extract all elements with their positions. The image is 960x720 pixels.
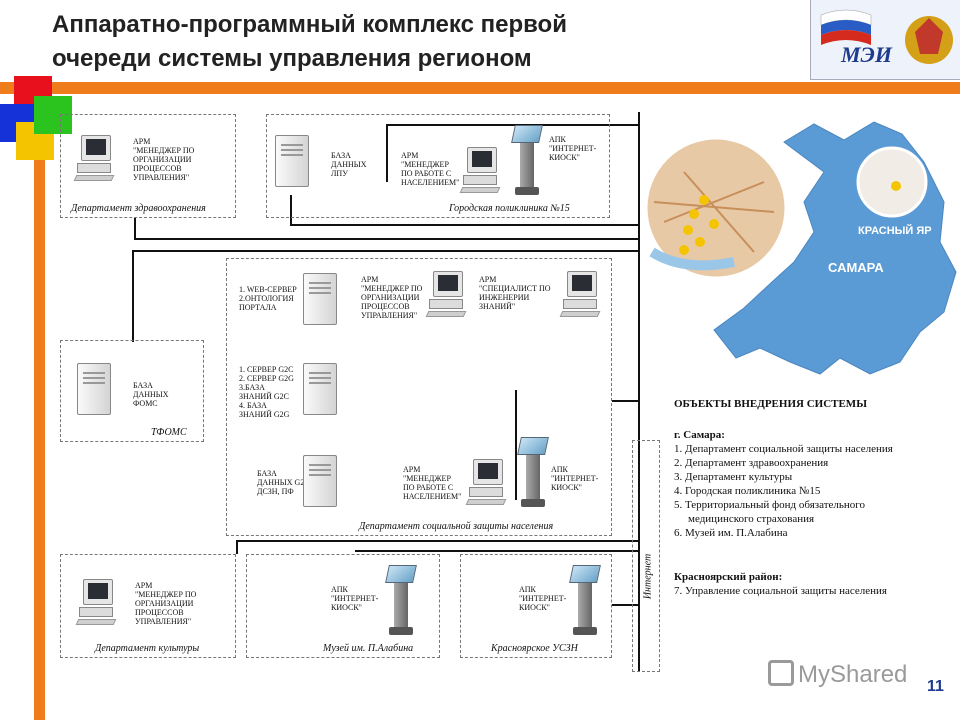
- kiosk-icon: [385, 565, 417, 635]
- museum-box: АПК "ИНТЕРНЕТ- КИОСК" Музей им. П.Алабин…: [246, 554, 440, 658]
- legend-item: 1. Департамент социальной защиты населен…: [674, 443, 893, 455]
- title-line-2: очереди системы управления регионом: [52, 45, 532, 72]
- social-dept-caption: Департамент социальной защиты населения: [359, 521, 554, 532]
- link-row3: [236, 540, 639, 542]
- header-divider-bar: [0, 82, 960, 94]
- link-krasny-b: [612, 604, 639, 606]
- kiosk-icon: [511, 125, 543, 195]
- polyclinic-kiosk-label: АПК "ИНТЕРНЕТ- КИОСК": [549, 135, 597, 162]
- link-social-kiosk: [515, 390, 517, 500]
- tfoms-db-label: БАЗА ДАННЫХ ФОМС: [133, 381, 169, 408]
- legend-item: медицинского страхования: [688, 513, 815, 525]
- title-line-1: Аппаратно-программный комплекс первой: [52, 11, 567, 38]
- legend-samara-header: г. Самара:: [674, 429, 725, 441]
- server-icon: [303, 363, 337, 415]
- river: [649, 247, 735, 271]
- legend-item: 2. Департамент здравоохранения: [674, 457, 829, 469]
- workstation-icon: [75, 579, 117, 625]
- social-arm3-label: АРМ "МЕНЕДЖЕР ПО РАБОТЕ С НАСЕЛЕНИЕМ": [403, 465, 462, 501]
- internet-channel: Интернет: [632, 440, 660, 672]
- tfoms-box: БАЗА ДАННЫХ ФОМС ТФОМС: [60, 340, 204, 442]
- web-server-label: 1. WEB-СЕРВЕР 2.ОНТОЛОГИЯ ПОРТАЛА: [239, 285, 297, 312]
- health-arm-label: АРМ "МЕНЕДЖЕР ПО ОРГАНИЗАЦИИ ПРОЦЕССОВ У…: [133, 137, 195, 182]
- museum-kiosk-label: АПК "ИНТЕРНЕТ- КИОСК": [331, 585, 379, 612]
- social-arm2-label: АРМ "СПЕЦИАЛИСТ ПО ИНЖЕНЕРИИ ЗНАНИЙ": [479, 275, 551, 311]
- green-square-decoration: [34, 96, 72, 134]
- link-polyclinic-b: [290, 224, 639, 226]
- city-streets: [653, 171, 775, 253]
- link-row2: [132, 250, 639, 252]
- link-polyclinic-d: [386, 124, 388, 182]
- server-icon: [303, 273, 337, 325]
- map-markers: [679, 181, 901, 255]
- legend-item: 6. Музей им. П.Алабина: [674, 527, 788, 539]
- legend-item: 3. Департамент культуры: [674, 471, 793, 483]
- workstation-icon: [559, 271, 601, 317]
- workstation-icon: [459, 147, 501, 193]
- server-icon: [275, 135, 309, 187]
- krasnoyarsk-box: АПК "ИНТЕРНЕТ- КИОСК" Красноярское УСЗН: [460, 554, 612, 658]
- tfoms-caption: ТФОМС: [151, 427, 187, 438]
- health-dept-caption: Департамент здравоохранения: [71, 203, 206, 214]
- watermark: MyShared: [768, 660, 907, 689]
- polyclinic-db-label: БАЗА ДАННЫХ ЛПУ: [331, 151, 367, 178]
- legend-item: 7. Управление социальной защиты населени…: [674, 585, 887, 597]
- map-label-samara: САМАРА: [828, 260, 884, 275]
- workstation-icon: [425, 271, 467, 317]
- workstation-icon: [465, 459, 507, 505]
- link-social: [612, 400, 639, 402]
- polyclinic-caption: Городская поликлиника №15: [449, 203, 570, 214]
- presentation-icon: [768, 660, 794, 686]
- link-row1: [134, 238, 639, 240]
- krasny-kiosk-label: АПК "ИНТЕРНЕТ- КИОСК": [519, 585, 567, 612]
- legend-item: 4. Городская поликлиника №15: [674, 485, 821, 497]
- museum-caption: Музей им. П.Алабина: [323, 643, 414, 654]
- polyclinic-arm-label: АРМ "МЕНЕДЖЕР ПО РАБОТЕ С НАСЕЛЕНИЕМ": [401, 151, 460, 187]
- polyclinic-box: БАЗА ДАННЫХ ЛПУ АРМ "МЕНЕДЖЕР ПО РАБОТЕ …: [266, 114, 610, 218]
- legend-title: ОБЪЕКТЫ ВНЕДРЕНИЯ СИСТЕМЫ: [674, 398, 867, 410]
- region-map: КРАСНЫЙ ЯР САМАРА: [644, 121, 957, 375]
- health-dept-box: АРМ "МЕНЕДЖЕР ПО ОРГАНИЗАЦИИ ПРОЦЕССОВ У…: [60, 114, 236, 218]
- link-polyclinic-a: [290, 195, 292, 225]
- legend-krasny-header: Красноярский район:: [674, 571, 783, 583]
- kiosk-icon: [517, 437, 549, 507]
- watermark-text: MyShared: [798, 661, 908, 688]
- link-tfoms: [132, 250, 134, 342]
- krasny-yar-inset: [856, 146, 928, 218]
- culture-dept-caption: Департамент культуры: [95, 643, 200, 654]
- kiosk-icon: [569, 565, 601, 635]
- mgu-logo-with-coat-of-arms: МЭИ: [810, 0, 960, 80]
- server-icon: [77, 363, 111, 415]
- network-backbone: [638, 112, 640, 672]
- link-polyclinic-c: [386, 124, 639, 126]
- social-arm1-label: АРМ "МЕНЕДЖЕР ПО ОРГАНИЗАЦИИ ПРОЦЕССОВ У…: [361, 275, 423, 320]
- legend-item: 5. Территориальный фонд обязательного: [674, 499, 866, 511]
- server-icon: [303, 455, 337, 507]
- g2c-server-label: 1. СЕРВЕР G2C 2. СЕРВЕР G2G 3.БАЗА ЗНАНИ…: [239, 365, 294, 419]
- culture-dept-box: АРМ "МЕНЕДЖЕР ПО ОРГАНИЗАЦИИ ПРОЦЕССОВ У…: [60, 554, 236, 658]
- slide-title: Аппаратно-программный комплекс первой оч…: [52, 8, 752, 76]
- link-culture: [236, 540, 238, 554]
- krasnoyarsk-caption: Красноярское УСЗН: [491, 643, 578, 654]
- social-dept-box: 1. WEB-СЕРВЕР 2.ОНТОЛОГИЯ ПОРТАЛА АРМ "М…: [226, 258, 612, 536]
- internet-label: Интернет: [642, 553, 654, 600]
- culture-arm-label: АРМ "МЕНЕДЖЕР ПО ОРГАНИЗАЦИИ ПРОЦЕССОВ У…: [135, 581, 197, 626]
- map-label-krasny-yar: КРАСНЫЙ ЯР: [858, 224, 932, 237]
- link-health: [134, 218, 136, 240]
- logo-graphic: МЭИ: [820, 9, 953, 67]
- social-kiosk-label: АПК "ИНТЕРНЕТ- КИОСК": [551, 465, 599, 492]
- link-museum: [355, 550, 639, 552]
- workstation-icon: [73, 135, 115, 181]
- svg-text:МЭИ: МЭИ: [840, 42, 893, 67]
- page-number: 11: [927, 678, 944, 695]
- left-accent-bar: [34, 94, 45, 720]
